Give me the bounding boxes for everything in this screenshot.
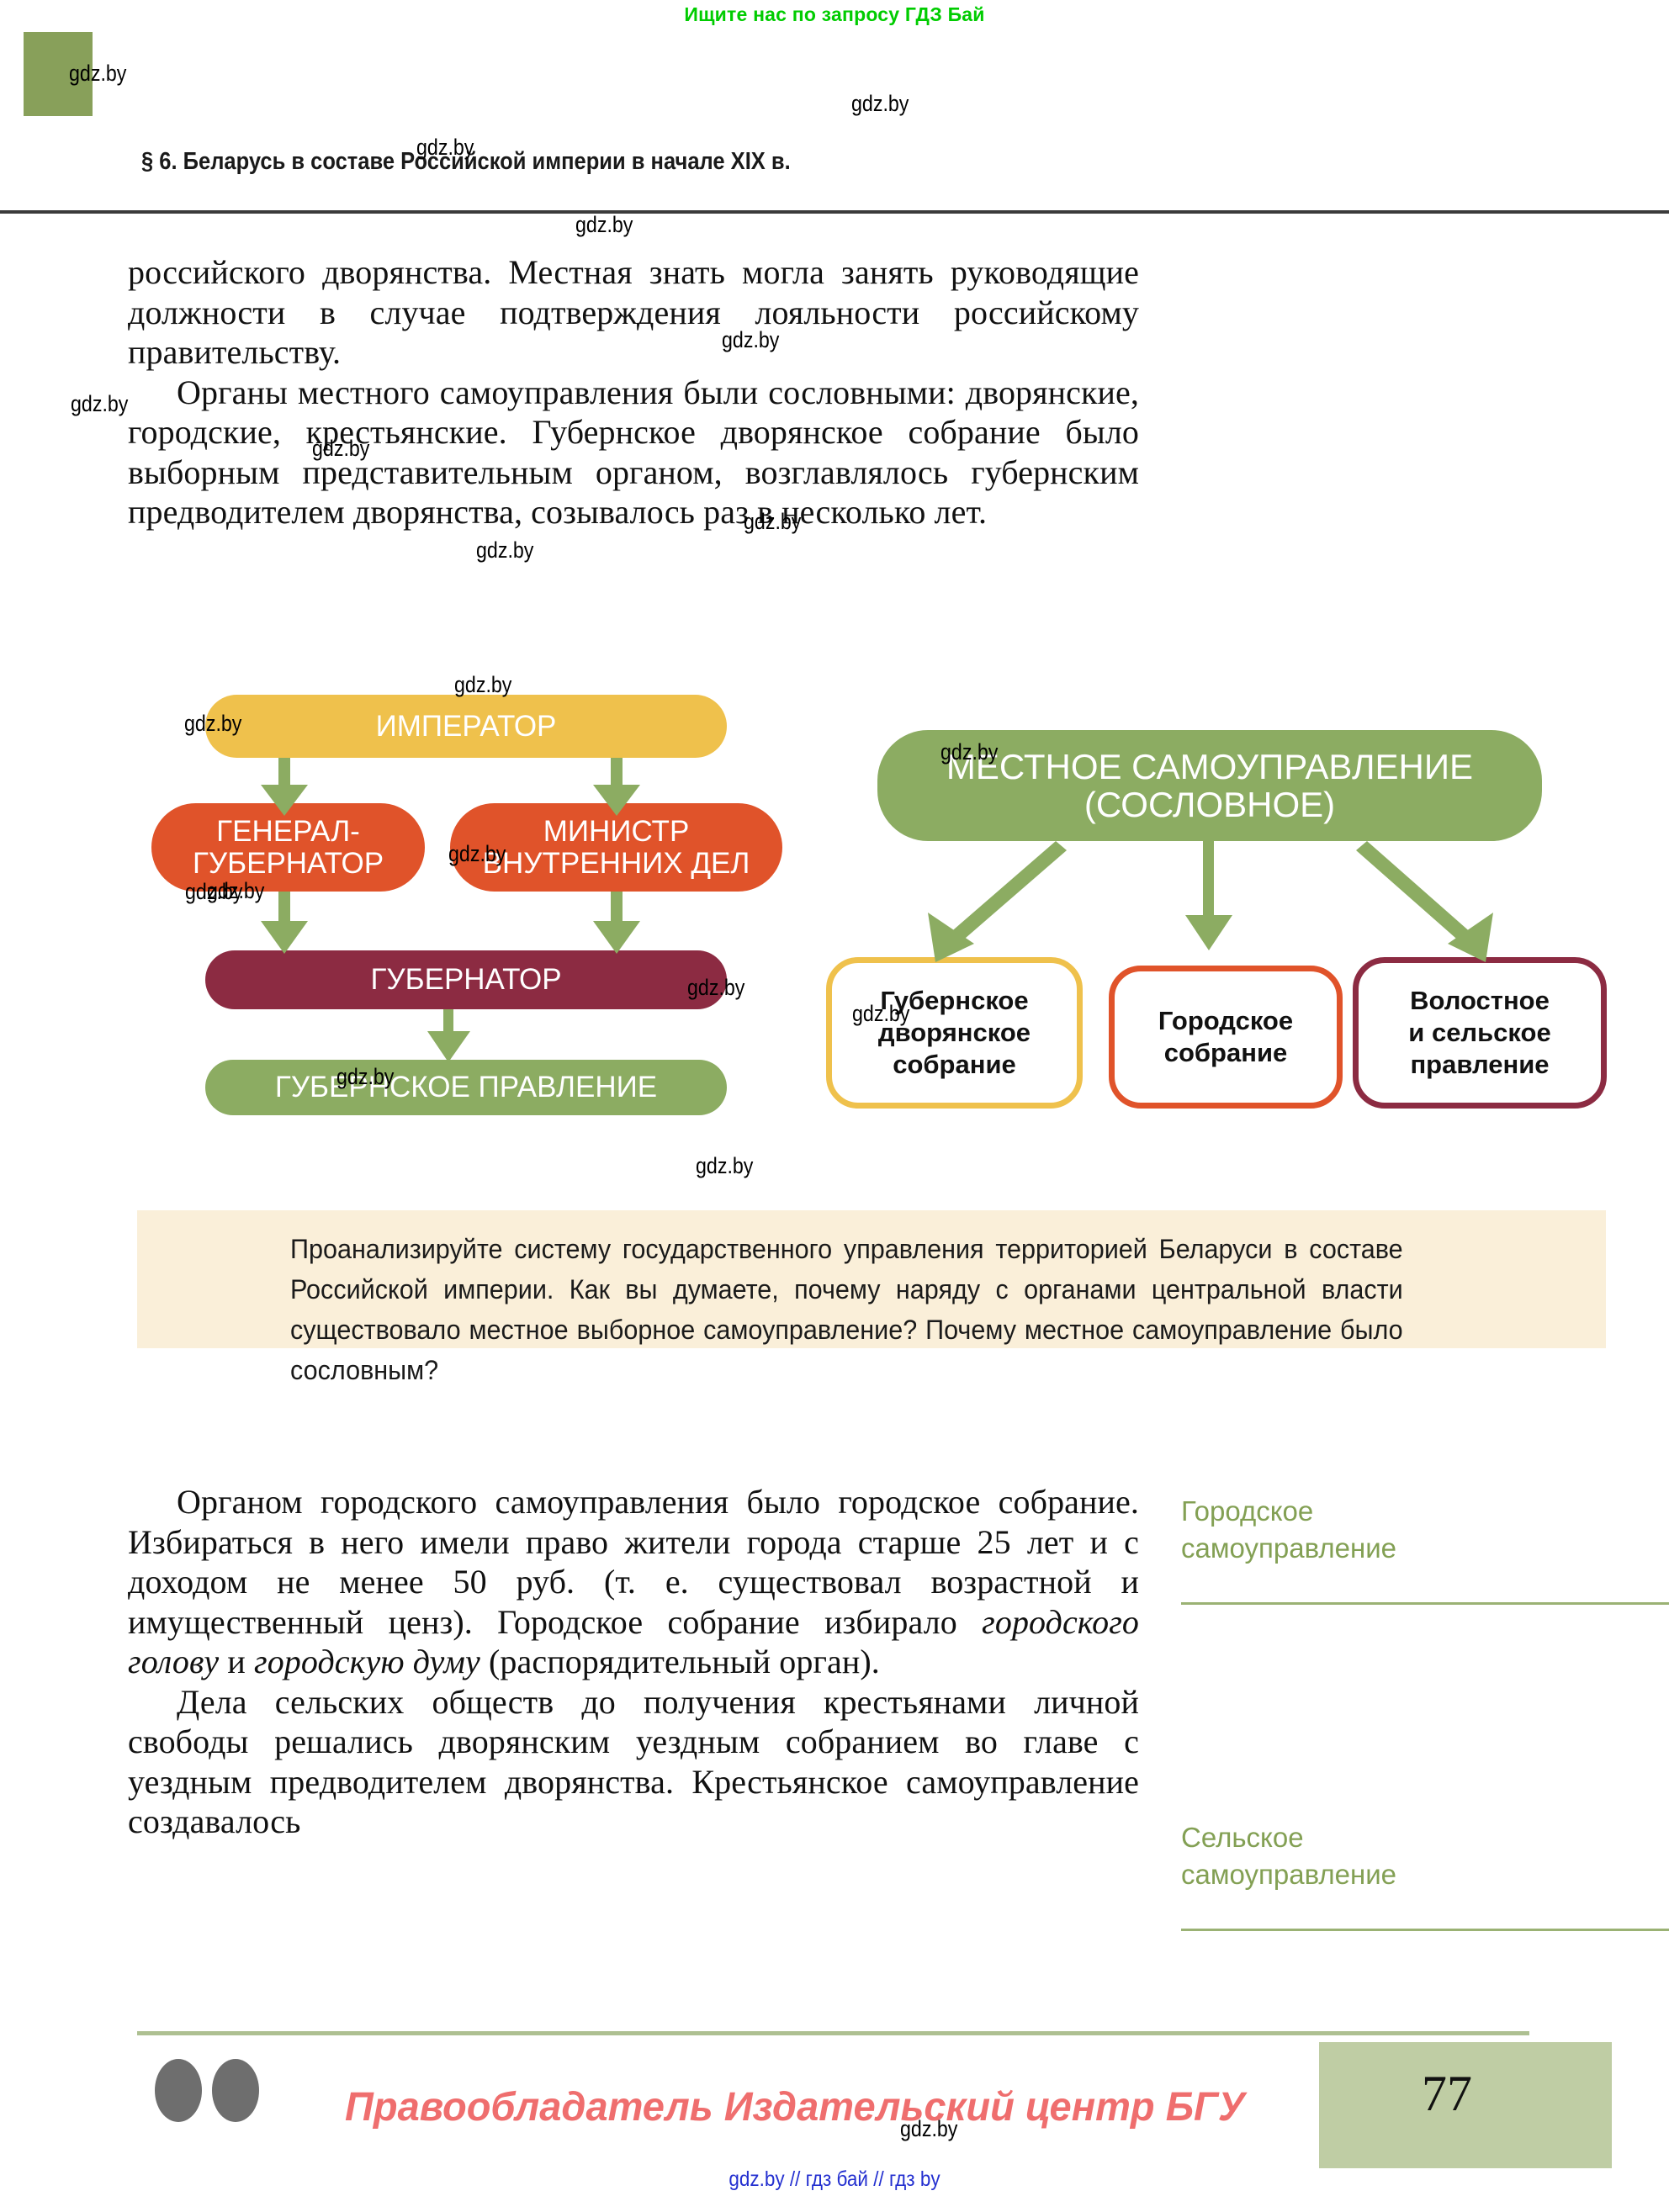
arrow-down-icon [427,1009,470,1062]
paragraph-bottom-2: Дела сельских обществ до получения крест… [128,1682,1139,1841]
node-label: ГУБЕРНСКОЕ ПРАВЛЕНИЕ [274,1071,658,1104]
body-text-top: российского дворянства. Местная знать мо… [128,252,1139,532]
body-text-bottom: Органом городского самоуправления было г… [128,1482,1139,1842]
leaf-label-line3: собрание [893,1049,1016,1079]
watermark-text: gdz.by [448,841,506,866]
header-divider [0,210,1669,214]
margin-note-line2: самоуправление [1181,1532,1396,1564]
leaf-label-line2: и сельское [1408,1018,1551,1048]
watermark-text: gdz.by [336,1064,395,1089]
diagram-leaf-city-assembly: Городское собрание [1109,966,1343,1109]
page-number: 77 [1422,2066,1472,2121]
question-callout-text: Проанализируйте систему государственного… [290,1234,1403,1385]
node-label-line1: МИНИСТР [543,814,690,848]
watermark-text: gdz.by [940,739,999,765]
diagram-node-emperor: ИМПЕРАТОР [205,695,727,758]
margin-note-divider [1181,1602,1669,1605]
leaf-label-line3: правление [1410,1049,1550,1079]
margin-note-line1: Городское [1181,1495,1314,1527]
footer-dot-icon [212,2059,259,2122]
paragraph-run: и [219,1643,254,1680]
paragraph-run: (распорядительный орган). [480,1643,880,1680]
paragraph-bottom-1: Органом городского самоуправления было г… [128,1482,1139,1682]
diagram-node-provincial-board: ГУБЕРНСКОЕ ПРАВЛЕНИЕ [205,1060,727,1115]
watermark-text: gdz.by [687,975,745,1000]
watermark-text: gdz.by [71,391,129,416]
arrow-diagonal-right-icon [1356,841,1493,962]
watermark-text: gdz.by [185,879,243,904]
node-label: ГУБЕРНАТОР [370,963,562,997]
paragraph-run-italic: городскую думу [253,1643,480,1680]
watermark-text: gdz.by [696,1153,754,1178]
footer-divider [137,2031,1529,2035]
watermark-text: gdz.by [476,537,534,563]
bottom-links: gdz.by // гдз бай // гдз by [729,2167,940,2191]
copyright-notice: Правообладатель Издательский центр БГУ [345,2085,1245,2130]
arrow-down-icon [593,892,640,954]
page-title: § 6. Беларусь в составе Российской импер… [141,148,791,175]
chapter-tab-marker [24,32,93,116]
node-label-line1: ГЕНЕРАЛ- [216,814,360,848]
promo-banner: Ищите нас по запросу ГДЗ Бай [684,3,985,25]
page-number-badge [1319,2042,1612,2168]
leaf-label-line2: собрание [1163,1038,1288,1067]
node-label-line2: ВНУТРЕННИХ ДЕЛ [482,846,750,880]
leaf-label-line2: дворянское [877,1018,1031,1048]
paragraph-run-italic: городского голову [128,1602,1139,1681]
margin-note-city-self-government: Городское самоуправление [1181,1493,1619,1567]
watermark-text: gdz.by [851,91,909,116]
margin-note-rural-self-government: Сельское самоуправление [1181,1819,1619,1893]
arrow-diagonal-left-icon [928,841,1067,962]
watermark-text: gdz.by [454,672,512,697]
diagram-node-local-self-government: МЕСТНОЕ САМОУПРАВЛЕНИЕ (СОСЛОВНОЕ) [877,730,1542,841]
watermark-text: gdz.by [184,711,242,736]
diagram-leaf-provincial-noble-assembly: Губернское дворянское собрание [826,957,1083,1109]
watermark-text: gdz.by [207,878,265,903]
node-label-line2: (СОСЛОВНОЕ) [1084,785,1336,824]
watermark-text: gdz.by [575,212,633,237]
paragraph-run: Органом городского самоуправления было г… [128,1483,1139,1641]
arrow-down-icon [261,892,308,954]
leaf-label-line1: Губернское [880,986,1029,1016]
watermark-text: gdz.by [852,1001,910,1026]
arrow-down-icon [261,758,308,816]
arrow-down-icon [1185,841,1232,950]
arrow-down-icon [593,758,640,816]
diagram-node-governor: ГУБЕРНАТОР [205,950,727,1009]
margin-note-line1: Сельское [1181,1822,1304,1853]
footer-dot-icon [155,2059,202,2122]
leaf-label-line1: Волостное [1410,986,1550,1016]
question-callout-box [137,1210,1606,1348]
node-label: ИМПЕРАТОР [375,709,557,743]
margin-note-line2: самоуправление [1181,1859,1396,1890]
node-label-line1: МЕСТНОЕ САМОУПРАВЛЕНИЕ [946,746,1474,786]
node-label-line2: ГУБЕРНАТОР [192,846,384,880]
leaf-label-line1: Городское [1158,1006,1294,1036]
paragraph-top-2: Органы местного самоуправления были сосл… [128,373,1139,532]
paragraph-top-1: российского дворянства. Местная знать мо… [128,253,1139,371]
margin-note-divider [1181,1929,1669,1931]
diagram-node-minister-internal-affairs: МИНИСТР ВНУТРЕННИХ ДЕЛ [450,803,782,892]
diagram-node-general-governor: ГЕНЕРАЛ- ГУБЕРНАТОР [151,803,425,892]
diagram-leaf-volost-rural-board: Волостное и сельское правление [1353,957,1607,1109]
